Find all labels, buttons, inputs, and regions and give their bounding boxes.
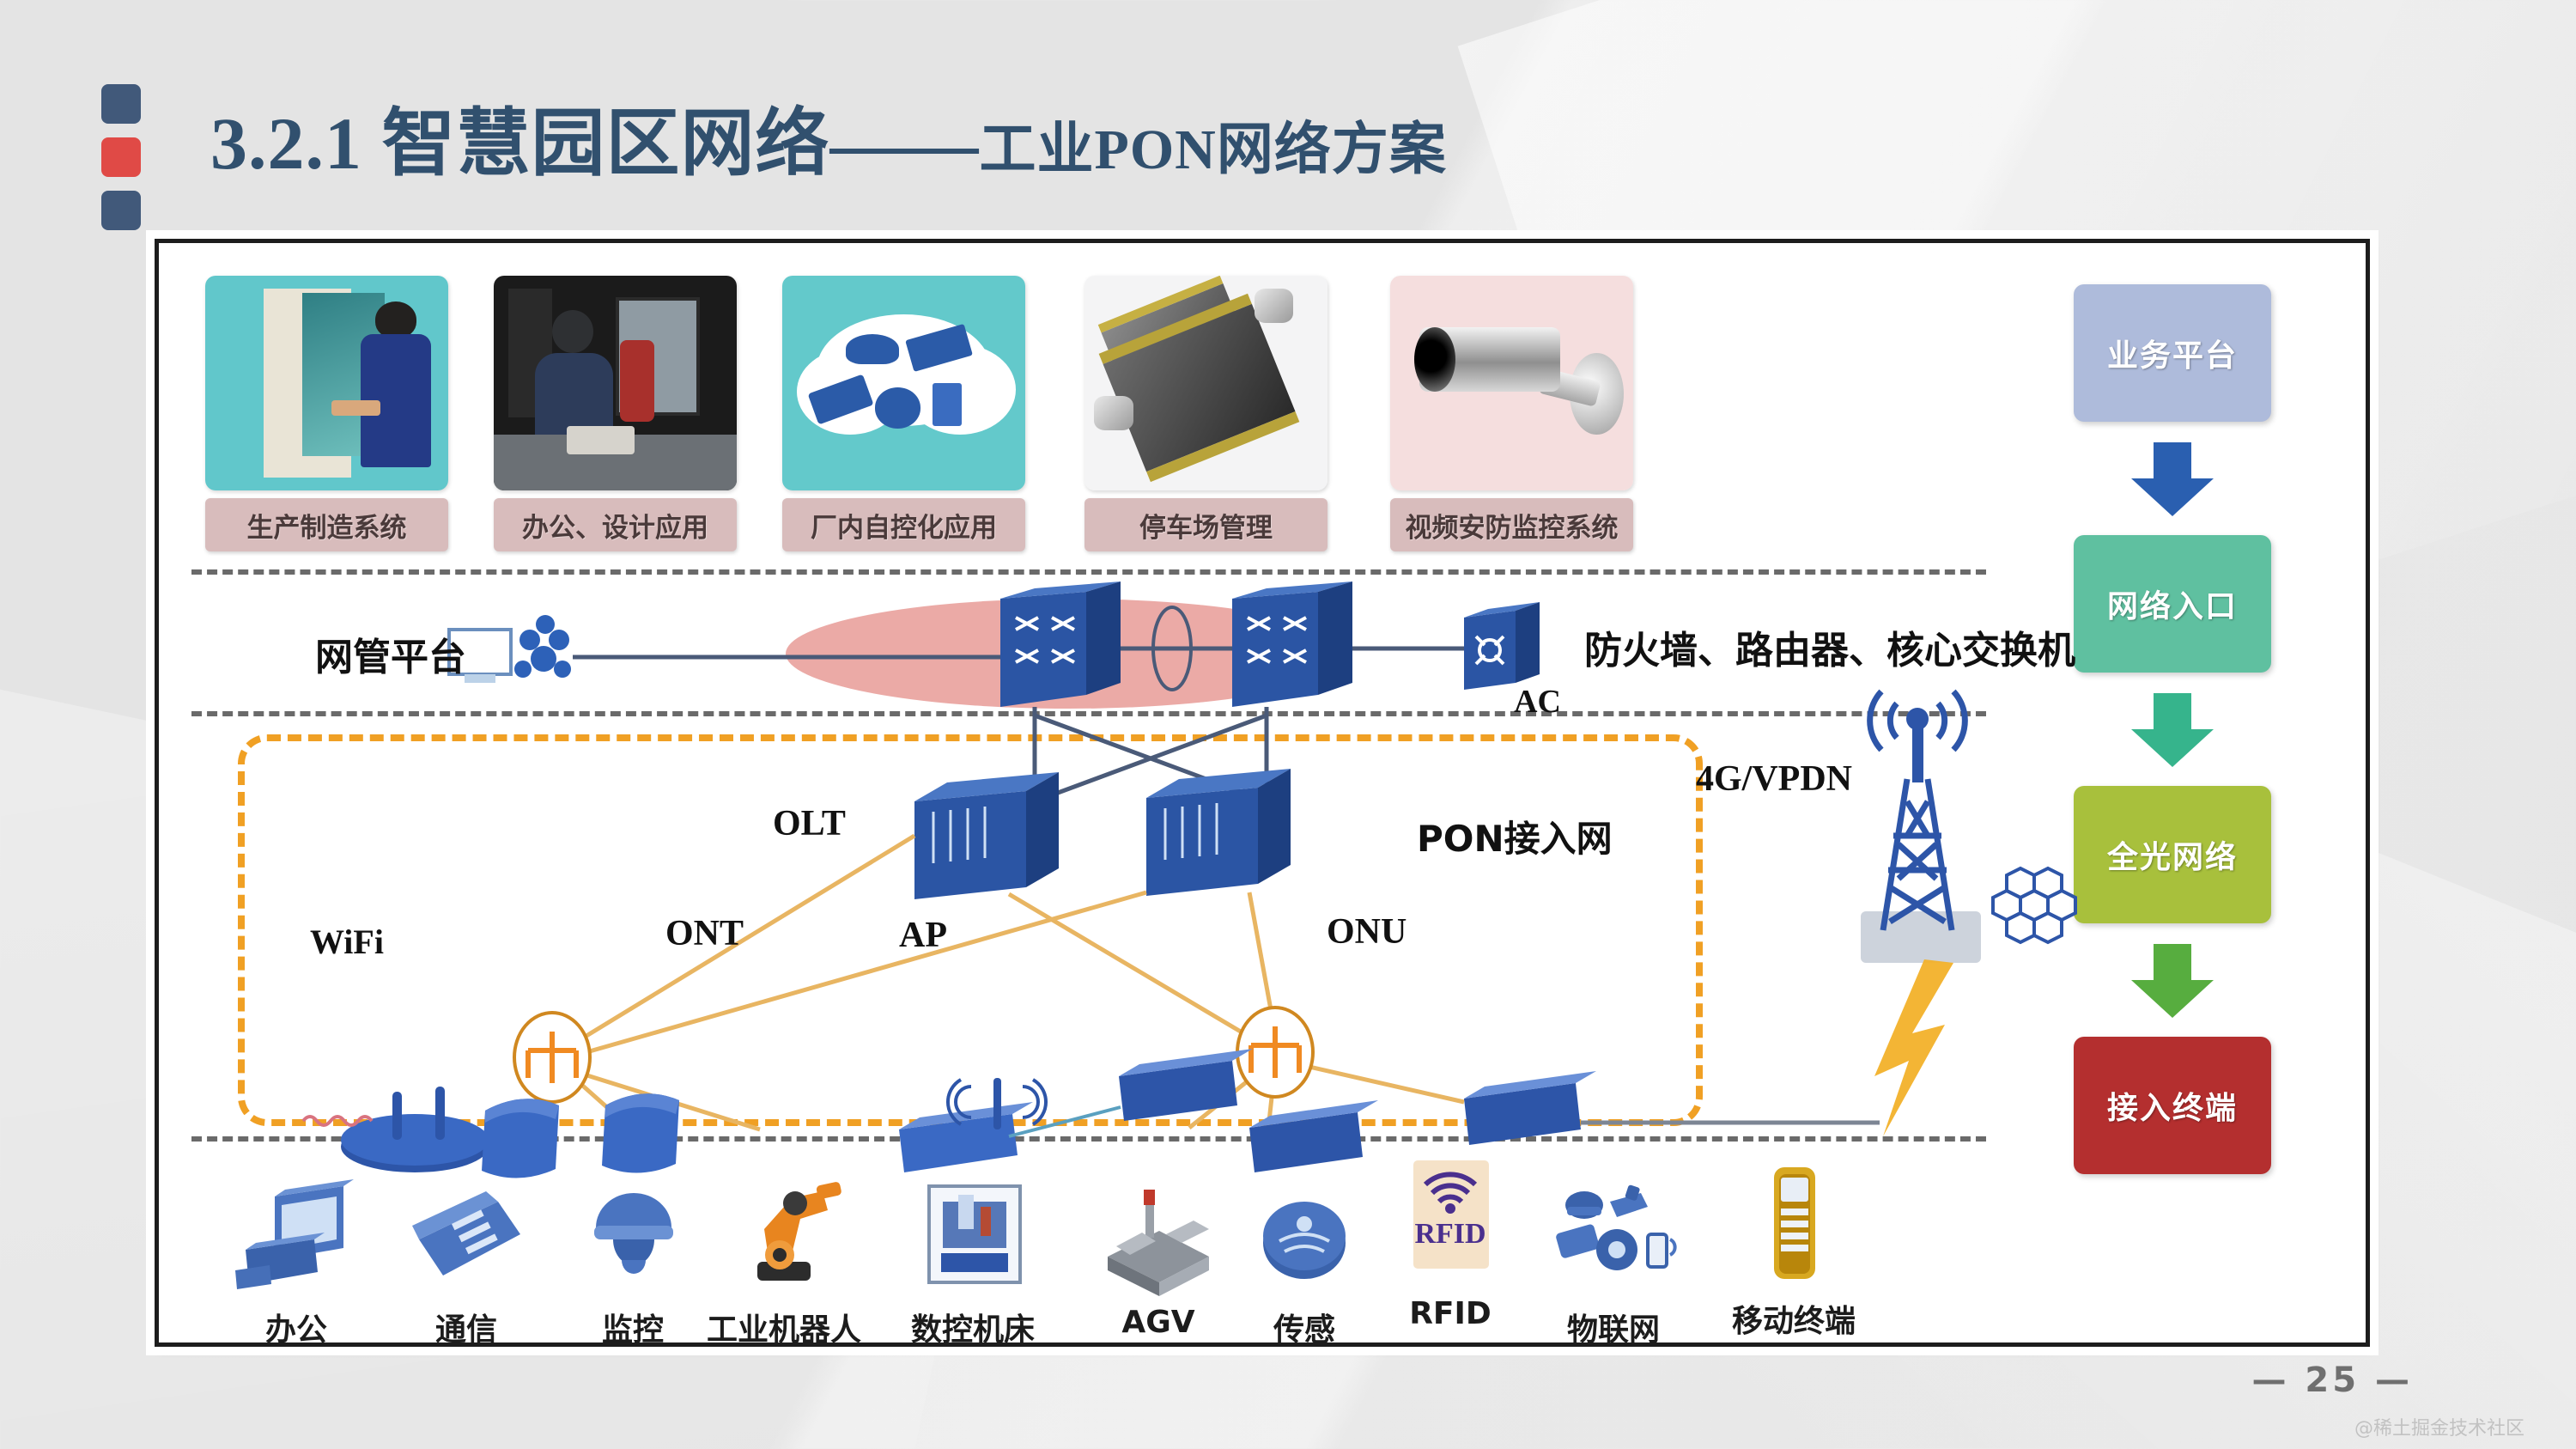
terminal-label-mobile-terminal: 移动终端 xyxy=(1731,1304,1856,1339)
svg-text:RFID: RFID xyxy=(1414,1218,1485,1250)
flow-box-access-terminal[interactable]: 接入终端 xyxy=(2074,1037,2271,1174)
app-card-production[interactable]: 生产制造系统 xyxy=(205,276,448,551)
security-camera-image xyxy=(1390,276,1633,490)
label-4g-vpdn: 4G/VPDN xyxy=(1696,759,1852,799)
terminal-item-agv[interactable]: AGV xyxy=(1072,1172,1244,1340)
flow-box-service-platform[interactable]: 业务平台 xyxy=(2074,284,2271,422)
watermark: @稀土掘金技术社区 xyxy=(2354,1418,2524,1440)
label-ont: ONT xyxy=(665,914,744,953)
app-card-video-surveillance[interactable]: 视频安防监控系统 xyxy=(1390,276,1633,551)
slide-content-frame: 生产制造系统 办公、设计应用 厂内自控化应用 xyxy=(155,239,2370,1348)
flow-label-network-entrance: 网络入口 xyxy=(2106,589,2238,624)
iot-cloud-icon xyxy=(1528,1172,1699,1293)
label-pon-access-network: PON接入网 xyxy=(1417,818,1613,860)
app-label-production: 生产制造系统 xyxy=(205,498,448,551)
app-label-office: 办公、设计应用 xyxy=(494,498,737,551)
flow-arrow-1 xyxy=(2128,442,2217,516)
label-core-devices: 防火墙、路由器、核心交换机 xyxy=(1584,629,2075,673)
label-ap: AP xyxy=(899,916,947,955)
terminal-item-rfid[interactable]: RFID RFID xyxy=(1364,1160,1536,1331)
flow-arrow-2 xyxy=(2128,693,2217,767)
page-number: — 25 — xyxy=(2251,1361,2413,1400)
cloud-devices-image xyxy=(782,276,1025,490)
office-design-image xyxy=(494,276,737,490)
terminal-item-iot[interactable]: 物联网 xyxy=(1528,1172,1699,1349)
robot-arm-icon xyxy=(698,1172,870,1293)
flow-label-service-platform: 业务平台 xyxy=(2106,338,2238,374)
terminal-label-rfid: RFID xyxy=(1409,1296,1492,1331)
page-title: 3.2.1 智慧园区网络——工业PON网络方案 xyxy=(210,82,1447,190)
terminal-label-agv: AGV xyxy=(1121,1305,1195,1340)
app-thumb-video-surveillance xyxy=(1390,276,1633,490)
terminal-item-cnc-machine[interactable]: 数控机床 xyxy=(887,1172,1059,1349)
terminal-label-cnc-machine: 数控机床 xyxy=(910,1312,1035,1348)
flow-label-access-terminal: 接入终端 xyxy=(2106,1091,2238,1126)
industrial-pon-network-diagram: 生产制造系统 办公、设计应用 厂内自控化应用 xyxy=(159,243,2366,1348)
rfid-tag-icon: RFID xyxy=(1364,1160,1536,1284)
dome-camera-icon xyxy=(547,1172,719,1293)
terminal-label-industrial-robot: 工业机器人 xyxy=(706,1312,861,1348)
bullet-square-2 xyxy=(101,137,141,177)
app-thumb-factory-automation xyxy=(782,276,1025,490)
app-thumb-parking xyxy=(1084,276,1327,490)
separator-core-layer xyxy=(191,711,1986,716)
desk-phone-icon xyxy=(380,1172,552,1293)
label-onu: ONU xyxy=(1327,912,1407,952)
app-label-factory-automation: 厂内自控化应用 xyxy=(782,498,1025,551)
terminal-item-industrial-robot[interactable]: 工业机器人 xyxy=(698,1172,870,1349)
app-label-parking: 停车场管理 xyxy=(1084,498,1327,551)
slide-header: 3.2.1 智慧园区网络——工业PON网络方案 xyxy=(0,0,2576,240)
terminal-label-iot: 物联网 xyxy=(1566,1312,1660,1348)
circuit-board-image xyxy=(1084,276,1327,490)
label-ac: AC xyxy=(1514,684,1561,720)
terminal-item-monitoring[interactable]: 监控 xyxy=(547,1172,719,1349)
terminal-label-monitoring: 监控 xyxy=(601,1312,664,1348)
bullet-square-1 xyxy=(101,84,141,124)
door-access-image xyxy=(205,276,448,490)
wireless-signal-bolt xyxy=(1874,959,1953,1136)
label-nms-platform: 网管平台 xyxy=(315,636,466,679)
sensor-icon xyxy=(1218,1172,1390,1293)
terminal-item-office[interactable]: 办公 xyxy=(210,1172,382,1349)
separator-applications xyxy=(191,569,1986,575)
app-thumb-office xyxy=(494,276,737,490)
flow-label-all-optical-network: 全光网络 xyxy=(2106,840,2238,875)
terminal-label-communication: 通信 xyxy=(434,1312,497,1348)
app-card-parking[interactable]: 停车场管理 xyxy=(1084,276,1327,551)
agv-vehicle-icon xyxy=(1072,1172,1244,1296)
terminal-label-sensor: 传感 xyxy=(1273,1312,1335,1348)
terminal-item-communication[interactable]: 通信 xyxy=(380,1172,552,1349)
terminal-item-mobile-terminal[interactable]: 移动终端 xyxy=(1708,1164,1880,1341)
pon-access-graphics xyxy=(301,769,1880,1178)
app-thumb-production xyxy=(205,276,448,490)
flow-box-all-optical-network[interactable]: 全光网络 xyxy=(2074,786,2271,923)
terminal-item-sensor[interactable]: 传感 xyxy=(1218,1172,1390,1349)
core-network-graphics xyxy=(447,581,1540,804)
label-olt: OLT xyxy=(773,804,846,843)
flow-box-network-entrance[interactable]: 网络入口 xyxy=(2074,535,2271,673)
bullet-square-3 xyxy=(101,191,141,230)
app-card-office[interactable]: 办公、设计应用 xyxy=(494,276,737,551)
page-title-main: 3.2.1 智慧园区网络—— xyxy=(210,102,980,185)
handheld-terminal-icon xyxy=(1708,1164,1880,1284)
app-card-factory-automation[interactable]: 厂内自控化应用 xyxy=(782,276,1025,551)
cnc-machine-icon xyxy=(887,1172,1059,1293)
wireless-tower-graphics xyxy=(1861,689,2077,1136)
separator-access-layer xyxy=(191,1136,1986,1142)
page-title-sub: 工业PON网络方案 xyxy=(979,119,1447,181)
terminal-label-office: 办公 xyxy=(264,1312,327,1348)
label-wifi: WiFi xyxy=(310,922,384,961)
flow-arrow-3 xyxy=(2128,944,2217,1018)
desktop-computer-icon xyxy=(210,1172,382,1293)
app-label-video-surveillance: 视频安防监控系统 xyxy=(1390,498,1633,551)
title-bullet-marker xyxy=(101,84,141,230)
